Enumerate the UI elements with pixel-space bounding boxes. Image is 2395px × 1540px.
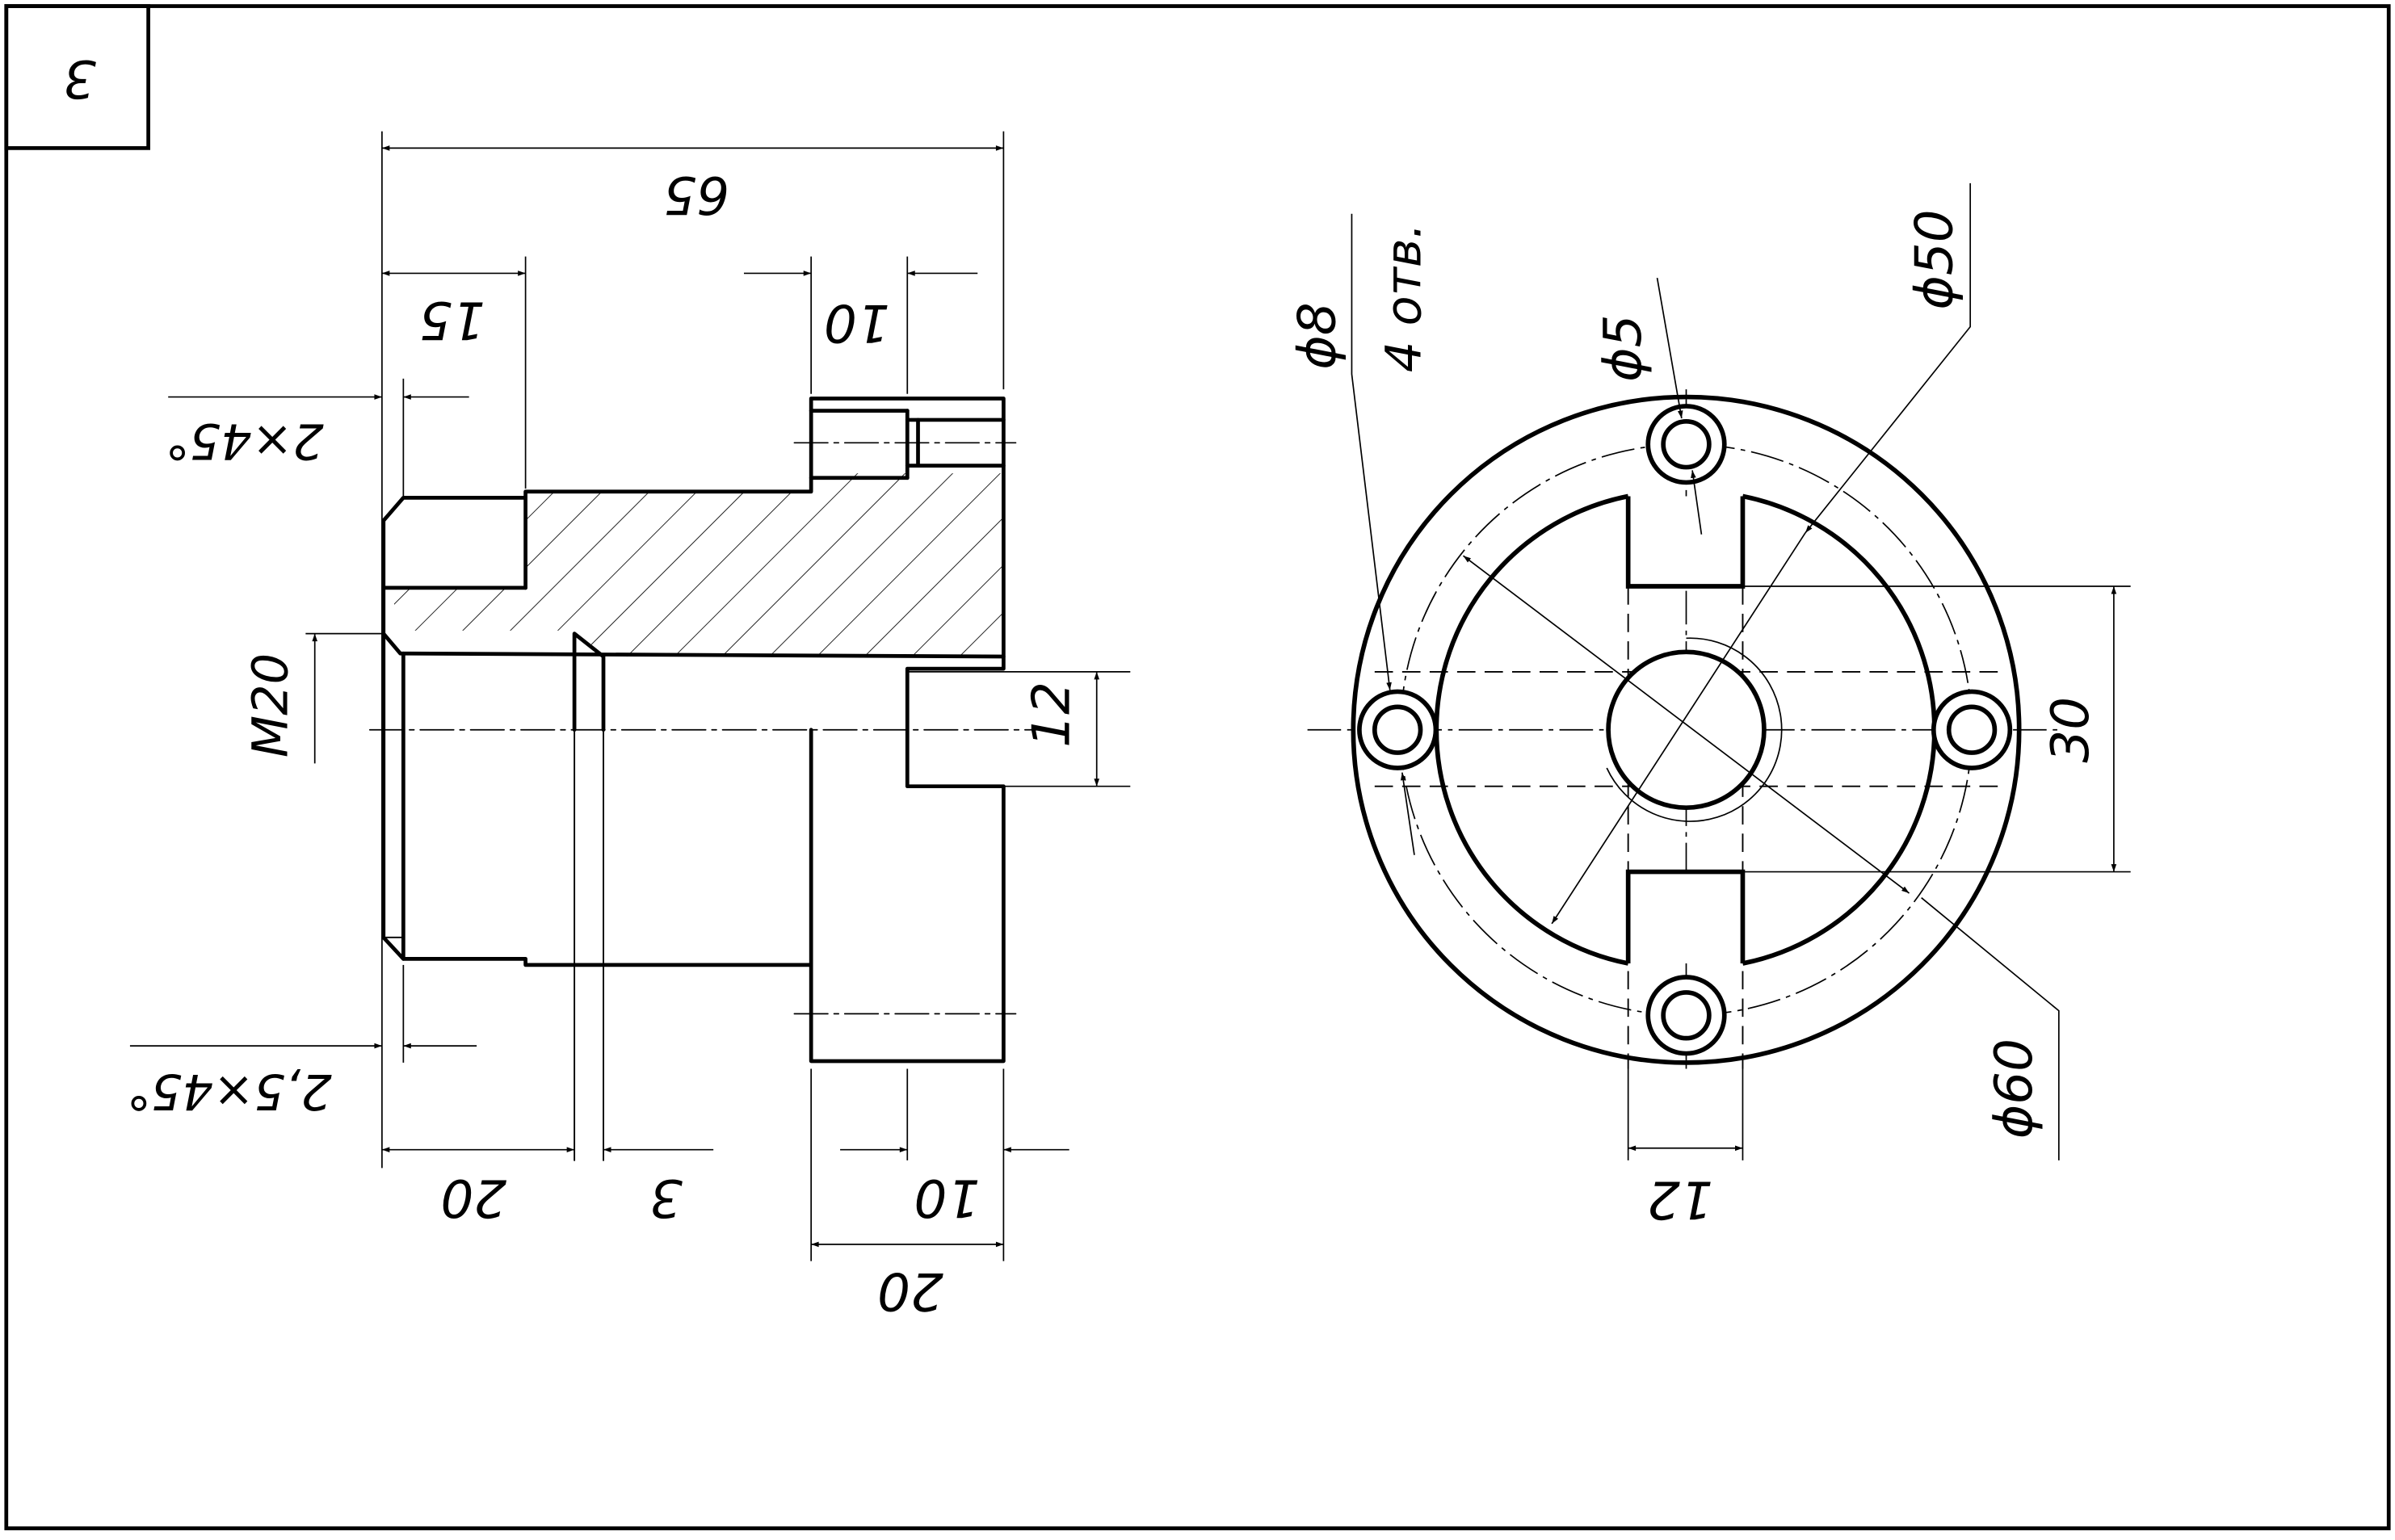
label-20a: 20 bbox=[440, 1167, 506, 1227]
sheet-frame bbox=[4, 4, 2391, 1530]
label-20b: 20 bbox=[877, 1261, 943, 1321]
end-view-dimensions bbox=[1351, 183, 2131, 1160]
label-chamfer-2: 2×45° bbox=[166, 413, 324, 469]
label-phi8: ϕ8 bbox=[1288, 302, 1348, 369]
dim-phi50 bbox=[1551, 532, 1806, 925]
section-hatch bbox=[394, 473, 1004, 657]
hole-top-inner bbox=[1661, 418, 1712, 470]
leader-phi5-b bbox=[1691, 470, 1703, 535]
hole-right-inner bbox=[1946, 704, 1998, 755]
leader-phi8-b bbox=[1400, 772, 1415, 855]
bore-top bbox=[381, 632, 1006, 659]
label-30: 30 bbox=[2040, 697, 2101, 763]
label-phi60: ϕ60 bbox=[1984, 1039, 2044, 1139]
sheet-number: 3 bbox=[63, 48, 96, 109]
label-10-top: 10 bbox=[824, 292, 890, 353]
label-12b: 12 bbox=[1647, 1169, 1713, 1229]
leader-phi50 bbox=[1805, 183, 1972, 534]
holes bbox=[1357, 404, 2013, 1056]
label-phi5: ϕ5 bbox=[1593, 314, 1653, 381]
hole-bottom-inner bbox=[1661, 990, 1712, 1041]
label-4-holes: 4 отв. bbox=[1376, 223, 1433, 372]
section-view bbox=[368, 397, 1055, 1161]
outer-flange bbox=[1351, 394, 2022, 1065]
label-phi50: ϕ50 bbox=[1904, 209, 1964, 309]
label-65: 65 bbox=[663, 164, 729, 224]
label-m20: M20 bbox=[243, 653, 300, 757]
sheet-number-box bbox=[4, 4, 150, 150]
dim-phi60 bbox=[1462, 555, 1910, 894]
hole-left-inner bbox=[1372, 704, 1423, 755]
label-15: 15 bbox=[419, 289, 485, 350]
label-10b: 10 bbox=[914, 1167, 981, 1227]
leader-phi8 bbox=[1351, 213, 1392, 690]
label-chamfer-25: 2,5×45° bbox=[127, 1063, 332, 1119]
central-bore bbox=[1606, 649, 1767, 810]
slot-bottom bbox=[1625, 869, 1746, 964]
slot-top bbox=[1625, 496, 1746, 589]
section-dimensions bbox=[129, 131, 1131, 1261]
leader-phi5 bbox=[1656, 277, 1683, 419]
label-12: 12 bbox=[1022, 682, 1082, 748]
end-view bbox=[1307, 389, 2062, 1069]
groove bbox=[572, 632, 606, 732]
label-3: 3 bbox=[649, 1167, 683, 1227]
leader-phi60 bbox=[1921, 897, 2060, 1160]
